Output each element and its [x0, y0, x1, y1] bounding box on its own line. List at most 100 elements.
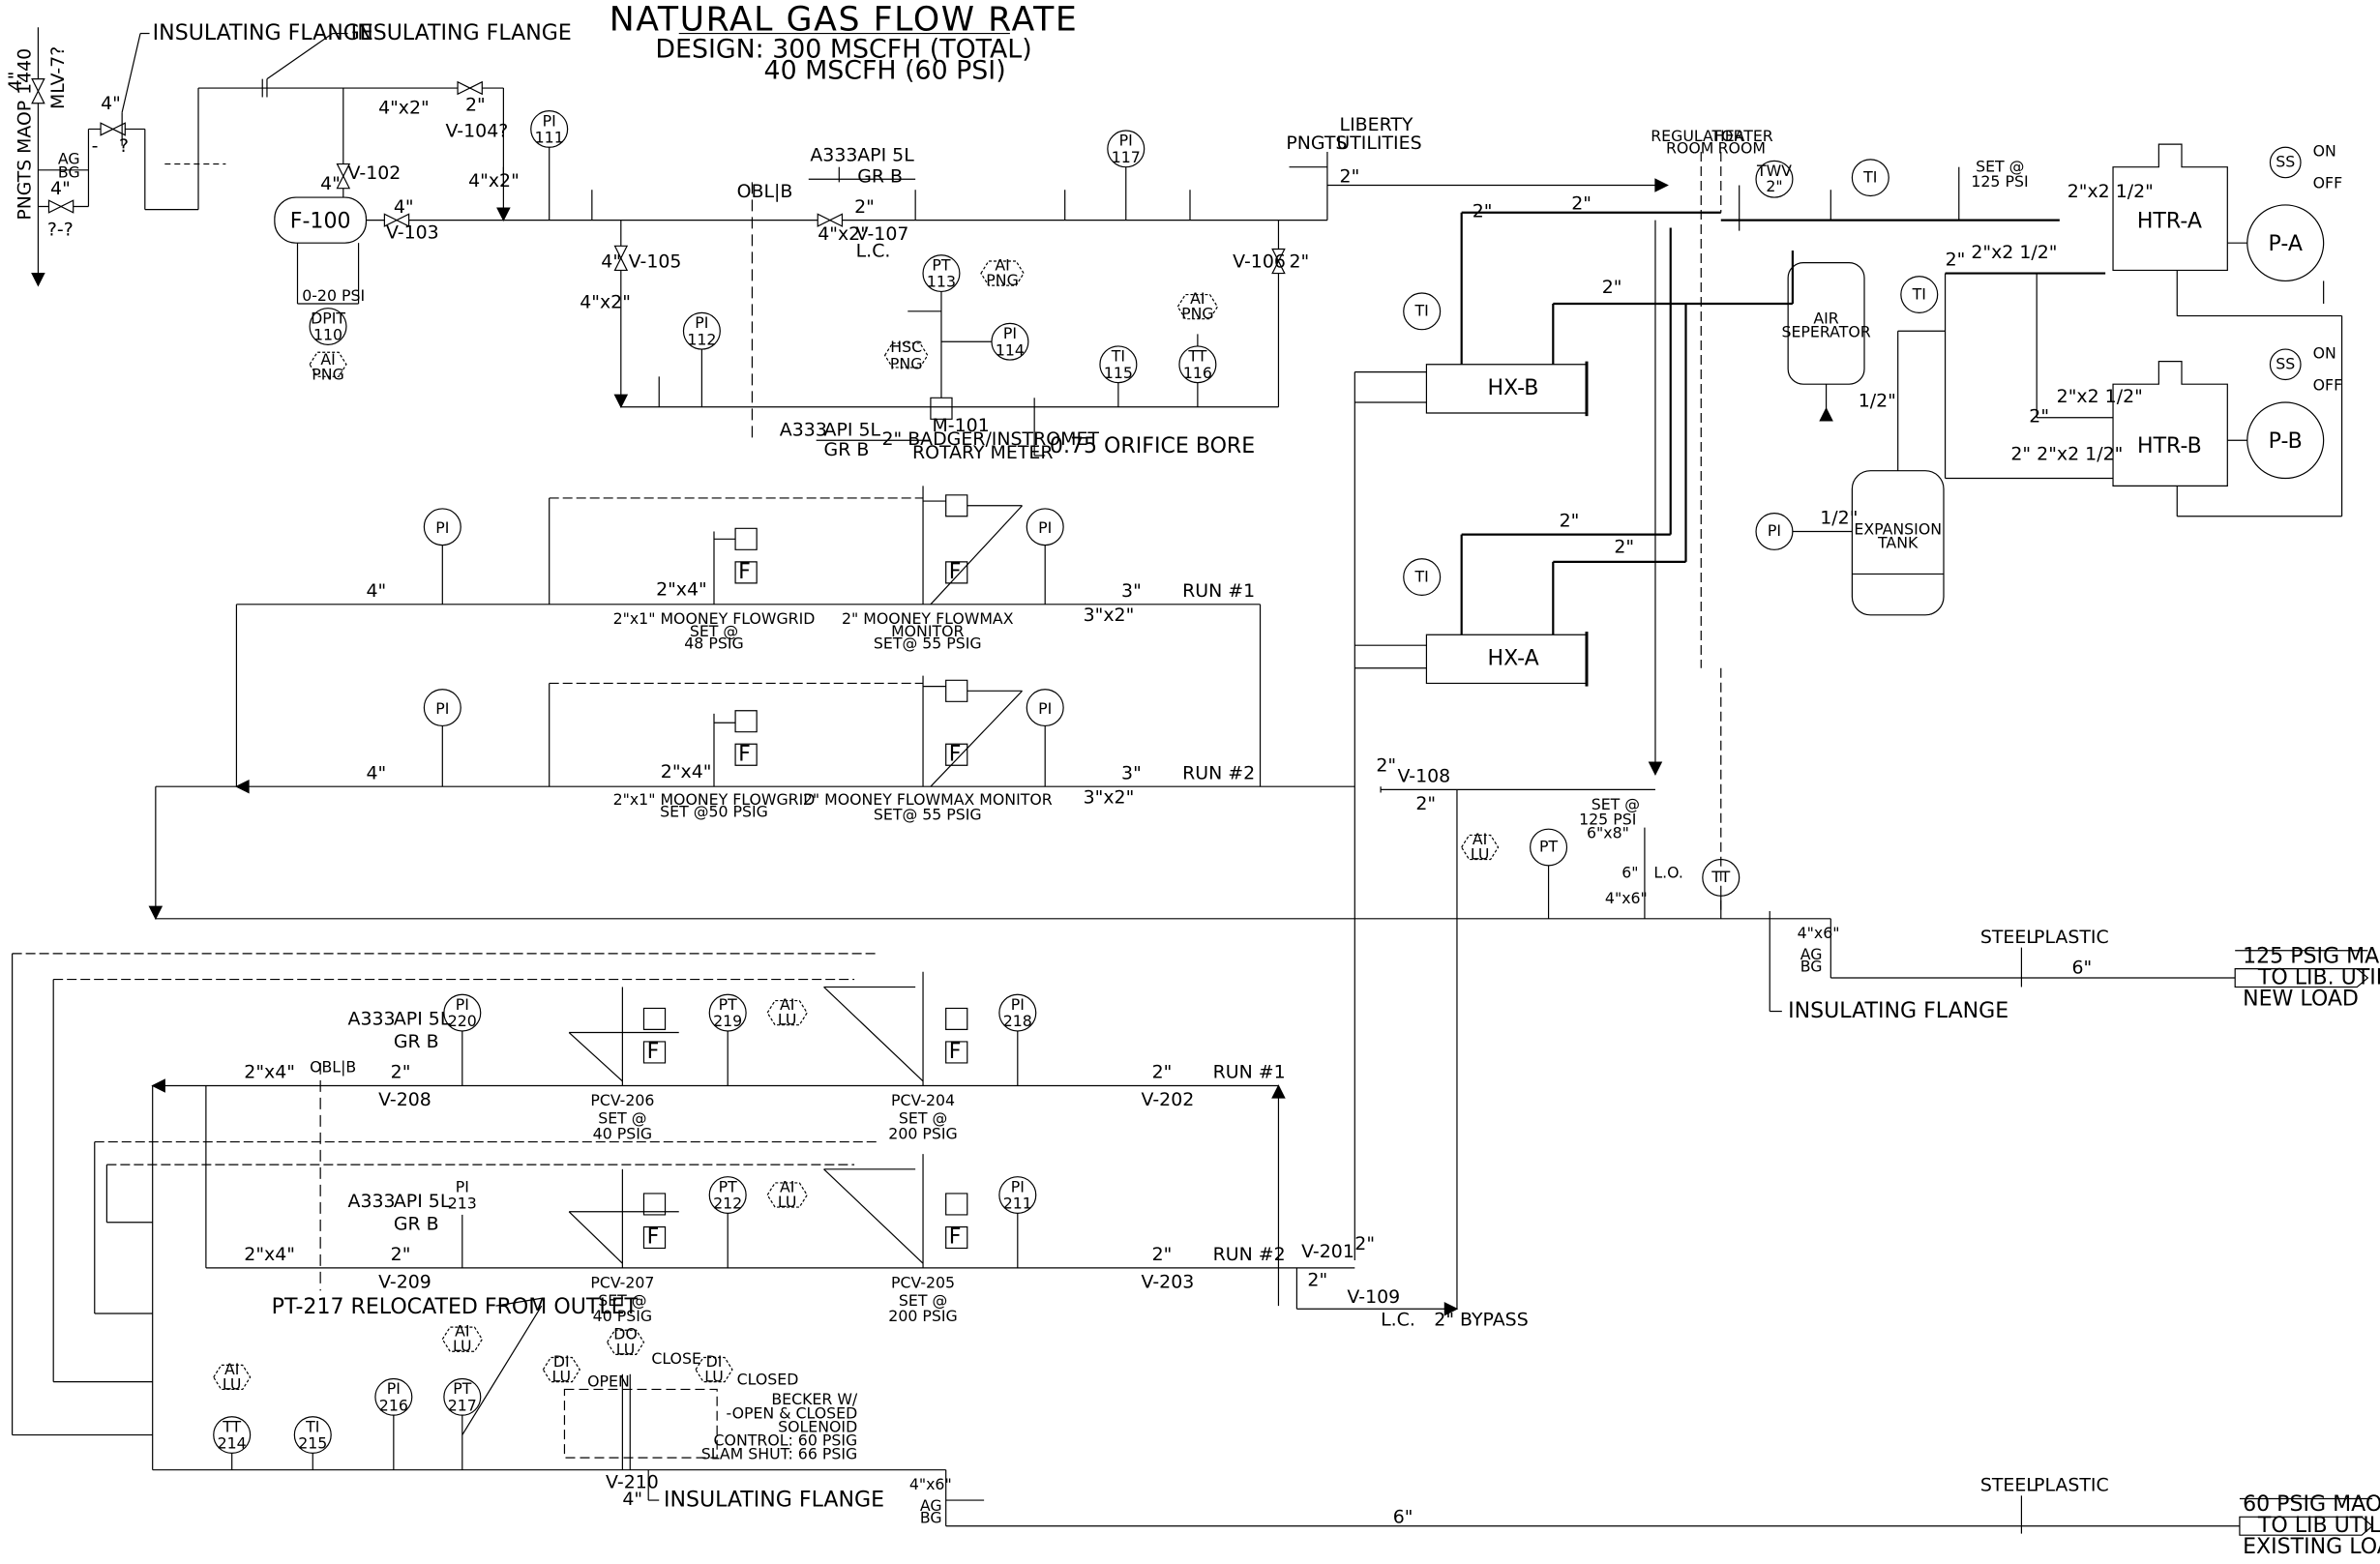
set-label: SET @: [899, 1291, 947, 1310]
mlv-label: MLV-7?: [47, 46, 69, 109]
dp-range-label: 0-20 PSI: [302, 286, 365, 305]
valve-v107-icon: [818, 214, 830, 226]
size-label: 2": [1946, 250, 1966, 271]
pi117-tag: PI: [1119, 132, 1133, 150]
ai-tag: AI: [780, 995, 794, 1014]
size-label: 2": [1602, 277, 1622, 298]
meter-desc2: ROTARY METER: [912, 442, 1053, 463]
pcv207-label: PCV-207: [590, 1273, 654, 1291]
close-label: CLOSE: [651, 1349, 701, 1368]
ss-tag: SS: [2276, 153, 2295, 171]
size-label: 2"x2 1/2": [2037, 444, 2123, 465]
size-label: 2": [1354, 1233, 1375, 1254]
ag-label: AG: [58, 150, 80, 168]
pi112-tag: PI: [695, 313, 708, 332]
size-label: 2": [391, 1244, 411, 1265]
expansion-label: EXPANSION: [1854, 520, 1942, 539]
becker-note-5: SLAM SHUT: 66 PSIG: [701, 1445, 858, 1463]
regulator-room-label2: ROOM: [1666, 139, 1713, 158]
run1-max-set: SET@ 55 PSIG: [874, 634, 982, 652]
pi213-tag: PI: [456, 1177, 469, 1195]
pi216-tag: PI: [387, 1379, 401, 1398]
ti115-num: 115: [1104, 364, 1133, 382]
filter-f-label: F: [647, 1040, 660, 1064]
offpage-connector-existing: [2240, 1517, 2372, 1535]
pt219-tag: PT: [719, 995, 738, 1014]
size-label: ?: [119, 135, 129, 157]
ti-circle: [1404, 293, 1441, 330]
lu-tag: LU: [223, 1374, 242, 1393]
leader-line: [496, 1298, 542, 1306]
size-label: 3": [1121, 580, 1142, 602]
ti-circle: [1852, 160, 1889, 196]
pi-tag: PI: [1038, 518, 1052, 537]
v102-label: V-102: [348, 162, 402, 184]
leader-line: [122, 34, 140, 113]
tt116-tag: TT: [1187, 347, 1206, 366]
size-label: 2"x4": [661, 761, 712, 782]
pt217-relocated-label: PT-217 RELOCATED FROM OUTLET: [272, 1295, 639, 1319]
air-sep-label2: SEPERATOR: [1781, 323, 1870, 341]
design-flow-total: DESIGN: 300 MSCFH (TOTAL): [655, 35, 1031, 65]
valve-v102-icon: [338, 164, 350, 177]
filter-f-label: F: [949, 1040, 962, 1064]
size-label: 2"x2 1/2": [2057, 386, 2143, 407]
pilot-line: [931, 506, 1023, 605]
run1-upper-label: RUN #1: [1182, 580, 1255, 602]
pi-tag: PI: [1038, 699, 1052, 718]
leader-line: [267, 34, 333, 79]
size-label: 2": [1560, 511, 1580, 532]
grb-label: GR B: [394, 1214, 439, 1235]
ti-tag: TI: [1414, 567, 1429, 585]
size-label: ?-?: [47, 219, 74, 240]
pt-tag: PT: [1539, 838, 1559, 856]
filter-f-label: F: [647, 1225, 660, 1250]
size-label: 4"x6": [1798, 924, 1840, 942]
grb-label: GR B: [824, 439, 870, 460]
valve-v106-icon: [1272, 249, 1285, 261]
htr-b-label: HTR-B: [2137, 434, 2202, 458]
plastic-label: PLASTIC: [2034, 1475, 2109, 1496]
size-label: 2": [1152, 1062, 1173, 1083]
size-label: 3"x2": [1084, 787, 1135, 809]
size-label: 4"x2": [818, 223, 869, 245]
dpit-num: 110: [313, 326, 342, 344]
flow-arrow-icon: [1650, 762, 1662, 775]
pilot-box: [946, 495, 967, 516]
set-40-label: 40 PSIG: [593, 1124, 652, 1142]
ai-png-hex: [981, 261, 1024, 285]
size-label: 1/2": [1820, 508, 1858, 529]
leader-line: [462, 1306, 542, 1434]
v108-label: V-108: [1397, 766, 1450, 787]
size-label: 4": [366, 580, 386, 602]
v109-lc-label: L.C.: [1381, 1310, 1415, 1331]
size-label: 2": [1376, 755, 1396, 777]
heater-room-label2: ROOM: [1718, 139, 1766, 158]
filter-box: [946, 1042, 967, 1063]
pump-a-label: P-A: [2269, 232, 2303, 256]
grb-label: GR B: [394, 1031, 439, 1052]
valve-v103-icon: [397, 214, 409, 226]
pilot-box: [735, 528, 757, 549]
ti-tag: TI: [1414, 302, 1429, 320]
v107-lc-label: L.C.: [856, 240, 891, 261]
obl-label: OBL|B: [310, 1057, 356, 1076]
v208-label: V-208: [378, 1089, 431, 1110]
bg-label: BG: [920, 1509, 942, 1527]
set-label: SET @: [598, 1291, 646, 1310]
off-label: OFF: [2313, 174, 2343, 192]
hsc-tag: HSC: [890, 338, 922, 356]
bypass-label: 2" BYPASS: [1434, 1310, 1528, 1331]
ai-tag: AI: [455, 1322, 469, 1341]
run2-max-label: 2" MOONEY FLOWMAX MONITOR: [803, 790, 1053, 809]
set-40-label: 40 PSIG: [593, 1307, 652, 1325]
pi-tag: PI: [435, 518, 449, 537]
filter-f-label: F: [738, 560, 751, 584]
closed-label: CLOSED: [737, 1371, 799, 1389]
v210-label: V-210: [606, 1472, 659, 1493]
v209-label: V-209: [378, 1271, 431, 1292]
htr-b-heater: [2113, 362, 2227, 487]
ti215-num: 215: [298, 1434, 327, 1453]
insulating-flange-label: INSULATING FLANGE: [1788, 999, 2008, 1023]
expansion-tank: [1852, 471, 1944, 615]
